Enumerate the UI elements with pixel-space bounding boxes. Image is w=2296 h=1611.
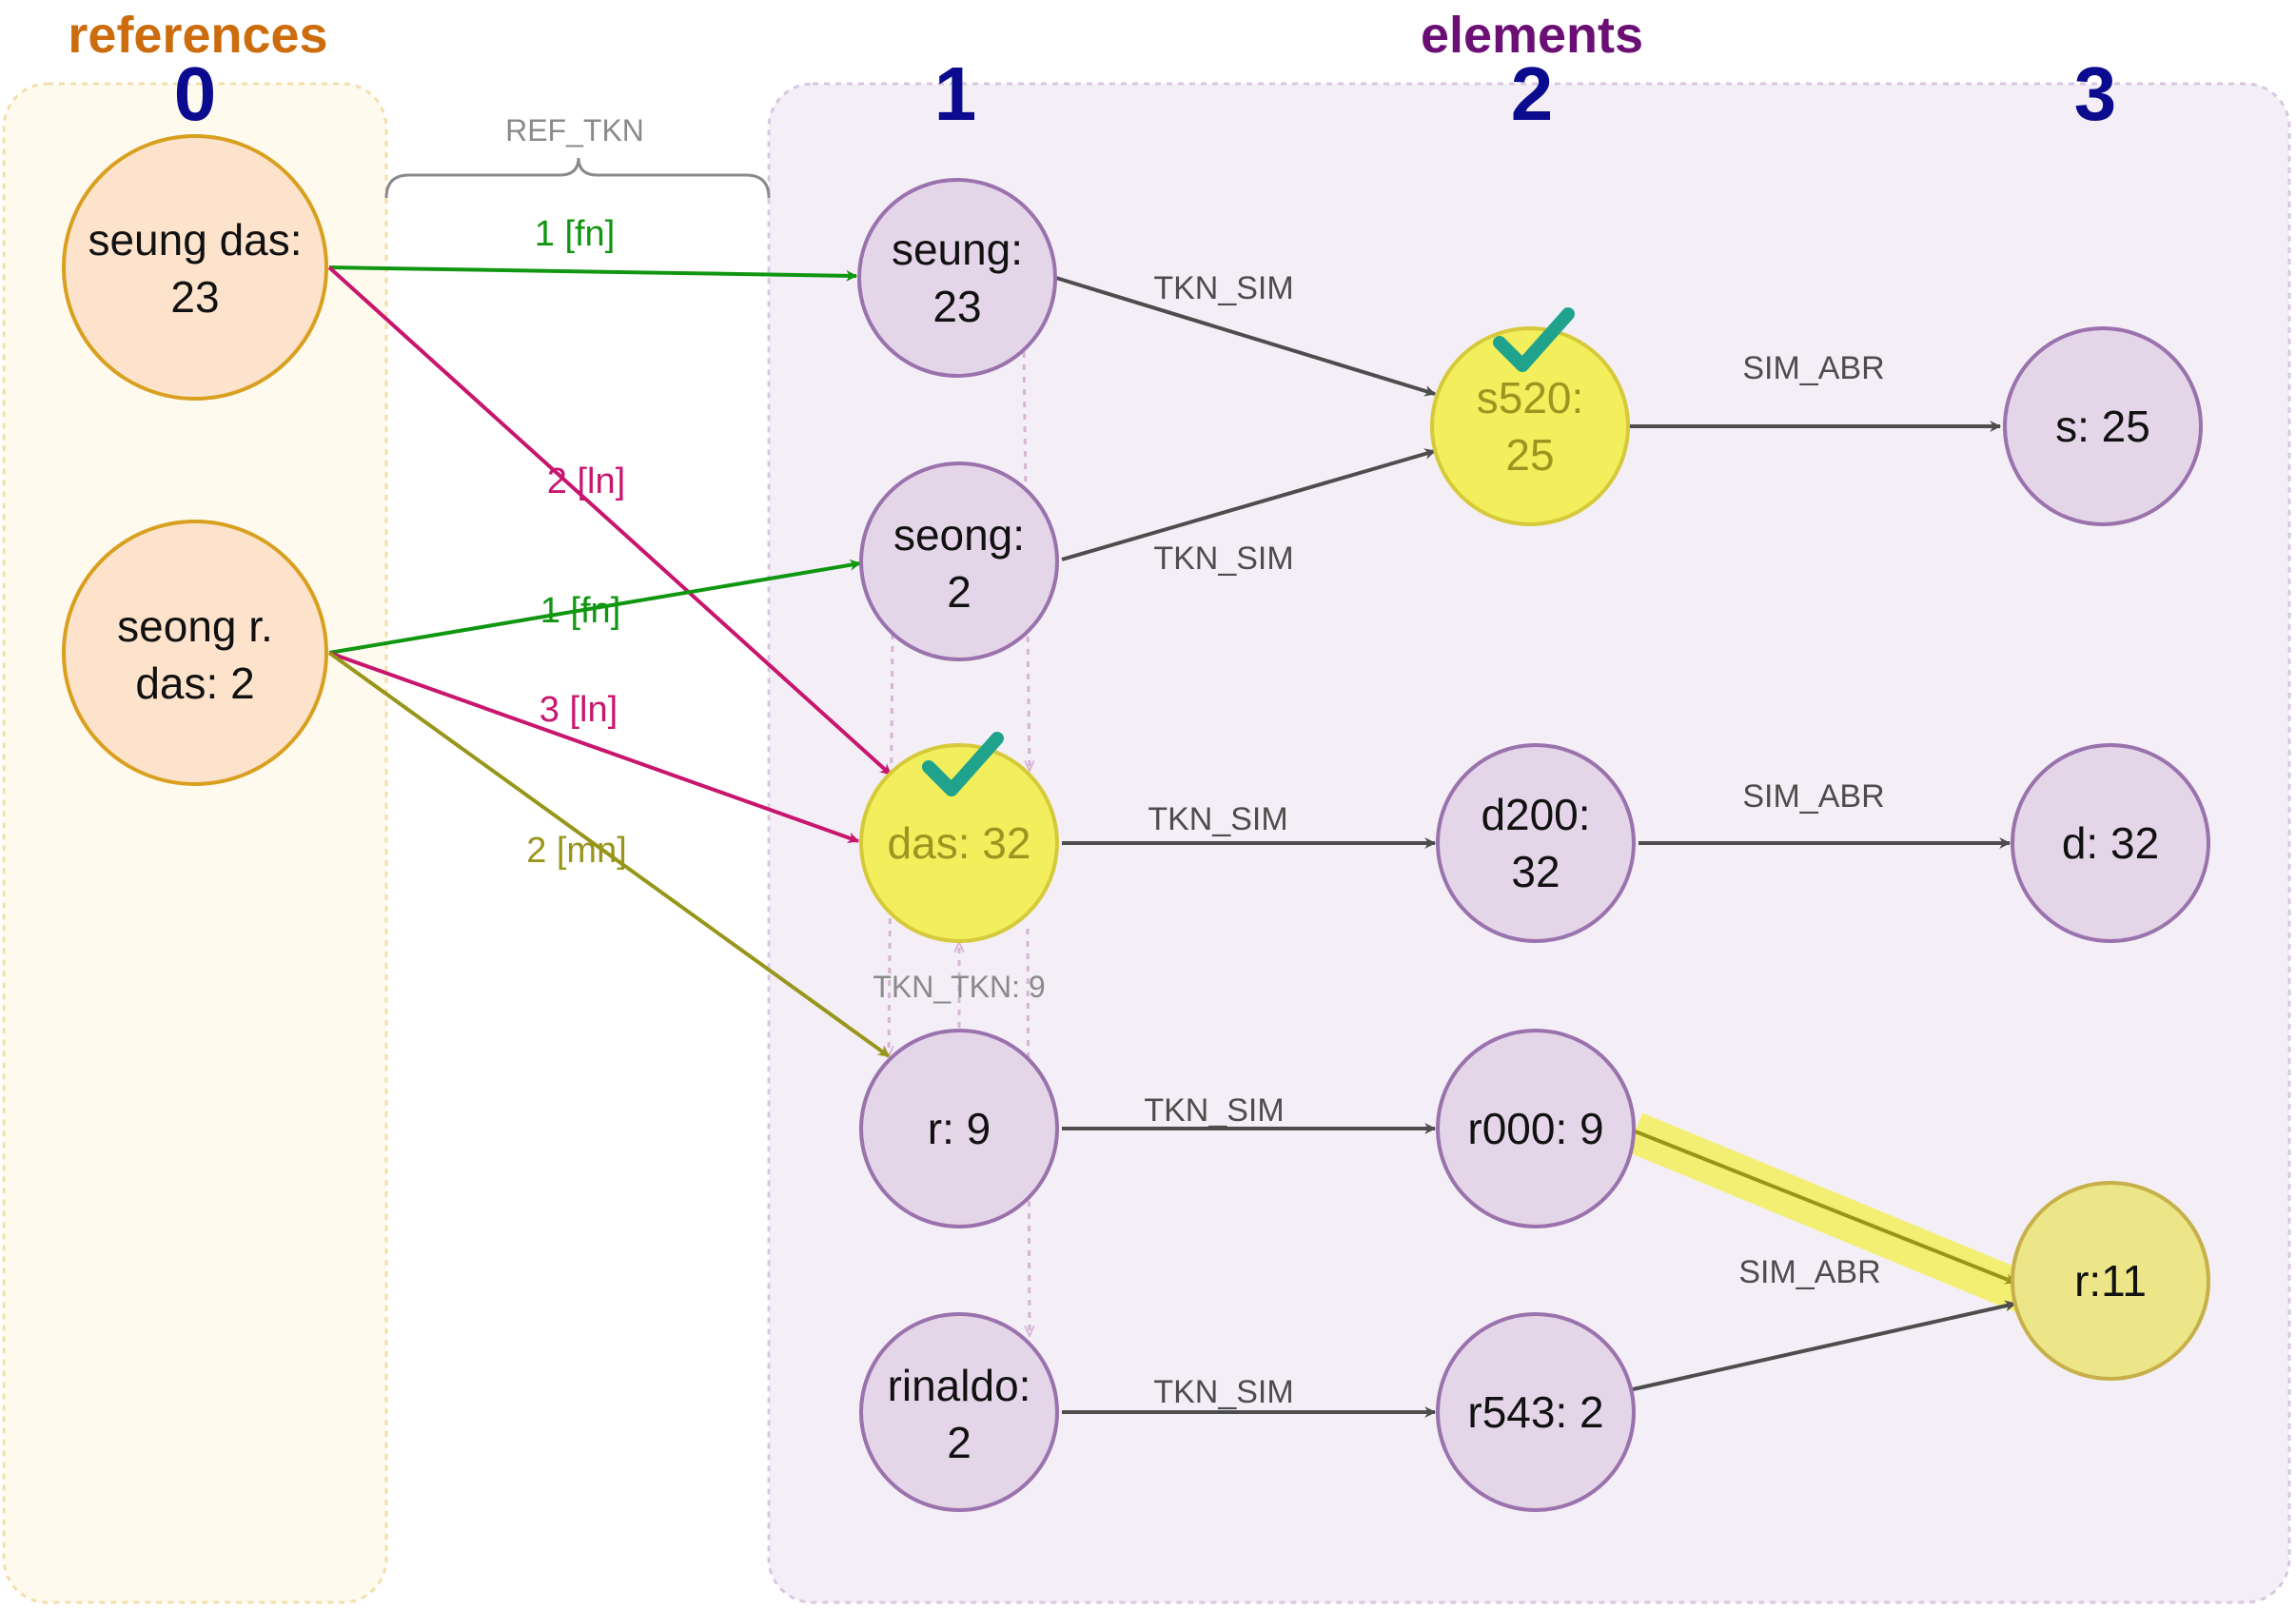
node-d[interactable]: d: 32: [2011, 743, 2210, 943]
edge-label-s520-to-s: SIM_ABR: [1742, 350, 1884, 386]
node-s520-line-2: 25: [1505, 430, 1554, 480]
node-ref-seong-r-das-line-2: das: 2: [135, 658, 254, 708]
node-seung[interactable]: seung: 23: [857, 178, 1057, 378]
node-ref-seung-das-line-1: seung das:: [88, 215, 302, 265]
node-r000[interactable]: r000: 9: [1436, 1029, 1636, 1228]
column-3-number: 3: [2074, 51, 2117, 136]
node-d-circle: [2011, 743, 2210, 943]
node-rinaldo-line-2: 2: [947, 1418, 971, 1467]
edge-label-das-to-d200: TKN_SIM: [1148, 801, 1287, 837]
edge-r000-to-r11: [1632, 1129, 2017, 1285]
node-rinaldo-circle: [859, 1312, 1059, 1512]
edge-label-seong-to-s520: TKN_SIM: [1153, 540, 1293, 577]
node-ref-seung-das[interactable]: seung das: 23: [62, 134, 328, 401]
node-r11-circle: [2011, 1181, 2210, 1381]
node-ref-seong-r-das-circle: [62, 520, 328, 786]
column-0-number: 0: [174, 51, 217, 136]
edge-label-seung-das-to-seung: 1 [fn]: [535, 214, 616, 254]
node-seong-line-2: 2: [947, 567, 971, 617]
node-seong-circle: [859, 462, 1059, 661]
edge-seung-to-s520: [1055, 276, 1437, 397]
node-d-line-1: d: 32: [2062, 818, 2159, 868]
edge-seong-to-s520: [1061, 448, 1437, 561]
edge-seung-das-to-seung: [328, 265, 858, 282]
node-r11-line-1: r:11: [2074, 1256, 2147, 1306]
node-r543[interactable]: r543: 2: [1436, 1312, 1636, 1512]
node-d200[interactable]: d200: 32: [1436, 743, 1636, 943]
node-r-circle: [859, 1029, 1059, 1228]
ref-tkn-brace: [384, 157, 771, 199]
node-das-circle: [859, 743, 1059, 943]
edge-label-seong-r-das-to-r: 2 [mn]: [526, 831, 627, 871]
edge-label-seong-r-das-to-seong: 1 [fn]: [540, 591, 621, 631]
edge-seong-r-das-to-r: [327, 651, 891, 1058]
node-ref-seung-das-circle: [62, 134, 328, 401]
node-r000-circle: [1436, 1029, 1636, 1228]
edge-label-rinaldo-to-r543: TKN_SIM: [1153, 1374, 1293, 1410]
edge-seong-r-das-to-das: [328, 651, 860, 844]
tkn-tkn-label: TKN_TKN: 9: [873, 970, 1045, 1004]
edge-seung-das-to-das: [327, 265, 893, 776]
r000-to-r11-highlight: [1626, 1112, 2035, 1314]
node-r543-line-1: r543: 2: [1467, 1387, 1603, 1437]
tkn-tkn-seung-to-das: [1022, 351, 1030, 771]
node-d200-circle: [1436, 743, 1636, 943]
node-seung-circle: [857, 178, 1057, 378]
edge-label-d200-to-d: SIM_ABR: [1742, 778, 1884, 815]
node-r11[interactable]: r:11: [2011, 1181, 2210, 1381]
node-r543-circle: [1436, 1312, 1636, 1512]
node-das[interactable]: das: 32: [859, 732, 1059, 943]
check-icon: [1493, 307, 1575, 372]
edge-seong-r-das-to-seong: [328, 559, 862, 655]
node-ref-seong-r-das[interactable]: seong r. das: 2: [62, 520, 328, 786]
references-lane: [2, 82, 388, 1604]
edge-label-r-to-r000: TKN_SIM: [1144, 1092, 1284, 1129]
edge-label-seong-r-das-to-das: 3 [ln]: [540, 690, 618, 730]
edge-label-r543-to-r11: SIM_ABR: [1738, 1254, 1880, 1290]
references-lane-title: references: [68, 7, 327, 64]
node-seong[interactable]: seong: 2: [859, 462, 1059, 661]
node-ref-seung-das-line-2: 23: [170, 272, 219, 322]
node-rinaldo-line-1: rinaldo:: [888, 1361, 1031, 1410]
node-s520[interactable]: s520: 25: [1430, 307, 1630, 526]
node-seung-line-2: 23: [932, 282, 981, 331]
elements-lane-title: elements: [1421, 7, 1643, 64]
tkn-tkn-das-to-rinaldo: [1028, 928, 1030, 1336]
node-d200-line-1: d200:: [1481, 790, 1590, 839]
check-icon: [922, 732, 1004, 796]
node-d200-line-2: 32: [1511, 847, 1560, 896]
node-s520-line-1: s520:: [1477, 373, 1584, 422]
node-r[interactable]: r: 9: [859, 1029, 1059, 1228]
node-s[interactable]: s: 25: [2003, 326, 2203, 526]
column-1-number: 1: [934, 51, 977, 136]
node-rinaldo[interactable]: rinaldo: 2: [859, 1312, 1059, 1512]
node-r-line-1: r: 9: [928, 1104, 991, 1153]
column-2-number: 2: [1511, 51, 1554, 136]
ref-tkn-label: REF_TKN: [505, 113, 644, 147]
edge-label-seung-to-s520: TKN_SIM: [1153, 270, 1293, 306]
node-seong-line-1: seong:: [893, 510, 1025, 560]
edge-label-seung-das-to-das: 2 [ln]: [547, 462, 625, 501]
node-s-circle: [2003, 326, 2203, 526]
node-seung-line-1: seung:: [892, 225, 1023, 274]
node-ref-seong-r-das-line-1: seong r.: [117, 601, 273, 651]
node-s-line-1: s: 25: [2055, 402, 2150, 451]
node-r000-line-1: r000: 9: [1467, 1104, 1603, 1153]
edge-r543-to-r11: [1632, 1300, 2017, 1391]
node-s520-circle: [1430, 326, 1630, 526]
node-das-line-1: das: 32: [888, 818, 1031, 868]
